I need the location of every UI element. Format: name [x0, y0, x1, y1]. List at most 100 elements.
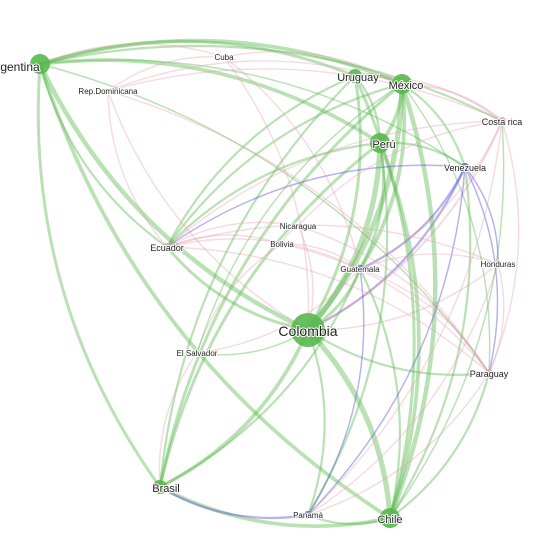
node-label-panama: Panamá — [293, 511, 323, 520]
node-label-nicaragua: Nicaragua — [280, 222, 317, 231]
node-label-honduras: Honduras — [481, 260, 516, 269]
edge-costarica-repdom — [107, 68, 503, 122]
edge-colombia-costarica — [306, 119, 504, 332]
edge-costarica-guatemala — [359, 120, 503, 270]
node-label-argentina: Argentina — [0, 60, 40, 74]
node-chile[interactable] — [380, 508, 400, 528]
edge-peru-panama — [306, 141, 389, 517]
edge-colombia-uruguay — [306, 74, 362, 332]
edge-argentina-venezuela — [39, 59, 466, 168]
edge-mexico-guatemala — [358, 82, 407, 271]
node-label-cuba: Cuba — [214, 53, 234, 62]
node-label-paraguay: Paraguay — [470, 369, 509, 379]
edge-ecuador-paraguay — [166, 246, 490, 374]
edge-chile-venezuela — [388, 165, 472, 520]
edge-repdom-colombia — [107, 90, 309, 331]
edge-colombia-mexico — [305, 81, 405, 333]
edge-venezuela-honduras — [464, 166, 499, 265]
node-elsalvador[interactable] — [195, 351, 199, 355]
node-mexico[interactable] — [392, 74, 412, 94]
node-label-bolivia: Bolivia — [270, 240, 294, 249]
edge-colombia-honduras — [307, 263, 499, 331]
node-label-chile: Chile — [377, 514, 402, 526]
node-peru[interactable] — [370, 133, 390, 153]
edge-ecuador-guatemala — [166, 238, 361, 270]
edge-ecuador-nicaragua — [166, 221, 299, 248]
edge-ecuador-bolivia — [166, 234, 283, 248]
edge-nicaragua-bolivia — [281, 225, 299, 245]
edge-panama-venezuela — [307, 166, 466, 516]
edge-costarica-panama — [307, 120, 503, 516]
edge-argentina-mexico — [38, 38, 404, 86]
edge-guatemala-paraguay — [359, 268, 490, 374]
edge-peru-brasil — [158, 141, 382, 489]
node-brasil[interactable] — [153, 480, 167, 494]
edge-cuba-mexico — [223, 50, 403, 85]
edge-cuba-colombia — [223, 56, 310, 331]
node-bolivia[interactable] — [280, 242, 284, 246]
edge-mexico-brasil — [158, 82, 404, 489]
node-label-uruguay: Uruguay — [337, 72, 379, 84]
node-argentina[interactable] — [30, 54, 50, 74]
edge-venezuela-guatemala — [358, 165, 467, 271]
node-repdom[interactable] — [106, 89, 110, 93]
edge-honduras-panama — [307, 263, 499, 516]
nodes-layer — [30, 54, 506, 528]
edge-paraguay-panama — [307, 372, 490, 516]
edge-elsalvador-mexico — [196, 83, 403, 354]
edge-elsalvador-guatemala — [196, 268, 361, 354]
edge-uruguay-ecuador — [165, 74, 357, 249]
edge-argentina-uruguay — [38, 39, 357, 78]
edge-colombia-venezuela — [306, 165, 467, 332]
edge-chile-guatemala — [358, 267, 401, 520]
edge-peru-ecuador — [165, 141, 382, 249]
node-cuba[interactable] — [222, 55, 226, 59]
node-guatemala[interactable] — [356, 265, 364, 273]
edge-colombia-panama — [306, 328, 326, 517]
edge-brasil-guatemala — [158, 267, 362, 489]
edge-argentina-brasil — [36, 62, 162, 489]
node-ecuador[interactable] — [163, 243, 171, 251]
edge-cuba-repdom — [107, 55, 225, 92]
edge-argentina-costarica — [38, 44, 504, 123]
edge-colombia-chile — [305, 327, 393, 521]
edge-mexico-ecuador — [165, 82, 404, 249]
node-label-repdom: Rep.Dominicana — [78, 87, 138, 96]
edge-uruguay-costarica — [354, 74, 503, 122]
edge-repdom-paraguay — [107, 90, 490, 374]
edge-brasil-chile — [158, 485, 392, 528]
edges-layer — [36, 38, 520, 528]
edge-chile-costarica — [389, 120, 505, 519]
edge-costarica-paraguay — [488, 120, 520, 374]
node-label-peru: Perú — [372, 139, 395, 151]
edge-colombia-peru — [305, 140, 383, 333]
edge-mexico-paraguay — [401, 83, 491, 374]
edge-nicaragua-paraguay — [297, 225, 490, 374]
node-label-elsalvador: El Salvador — [177, 349, 218, 358]
node-honduras[interactable] — [496, 262, 500, 266]
edge-mexico-costarica — [400, 82, 504, 123]
node-colombia[interactable] — [291, 313, 325, 347]
edge-brasil-panama — [158, 485, 310, 520]
edge-cuba-guatemala — [223, 56, 361, 270]
edge-colombia-paraguay — [306, 328, 491, 376]
edge-peru-guatemala — [358, 141, 385, 271]
node-venezuela[interactable] — [461, 163, 469, 171]
node-label-ecuador: Ecuador — [150, 243, 184, 253]
edge-venezuela-paraguay — [464, 166, 499, 374]
node-paraguay[interactable] — [485, 369, 493, 377]
edge-elsalvador-brasil — [158, 352, 198, 488]
edge-bolivia-paraguay — [281, 243, 490, 374]
node-uruguay[interactable] — [348, 69, 362, 83]
edge-mexico-venezuela — [400, 82, 467, 169]
node-label-guatemala: Guatemala — [340, 265, 380, 274]
node-costarica[interactable] — [498, 117, 506, 125]
node-panama[interactable] — [304, 511, 312, 519]
edge-honduras-paraguay — [488, 263, 505, 374]
edge-colombia-brasil — [158, 328, 310, 489]
node-label-venezuela: Venezuela — [444, 163, 486, 173]
node-label-brasil: Brasil — [152, 483, 180, 495]
node-nicaragua[interactable] — [296, 224, 300, 228]
edge-chile-paraguay — [388, 371, 491, 520]
